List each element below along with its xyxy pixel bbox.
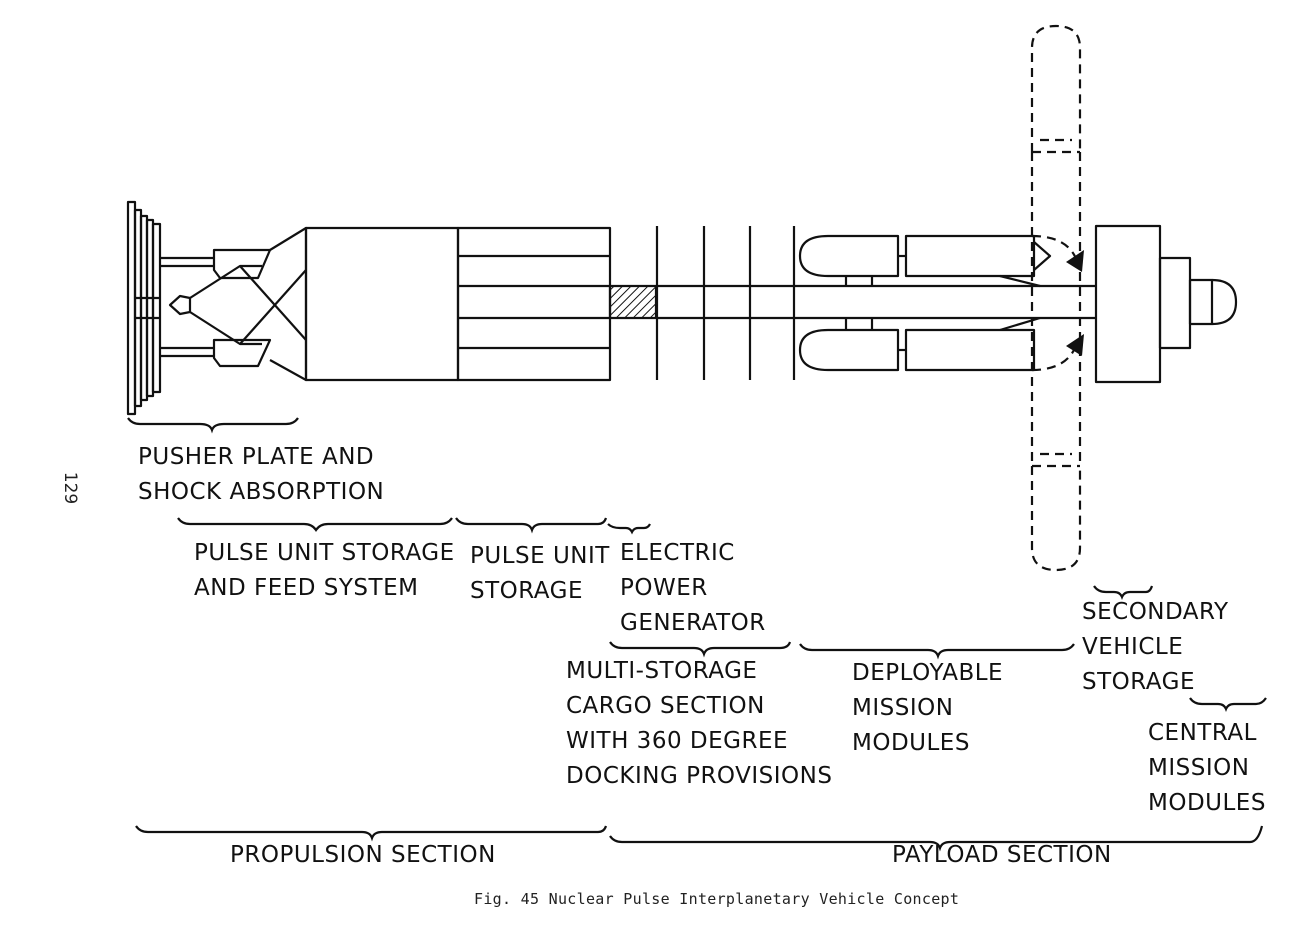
central-modules-label: CENTRAL MISSION MODULES [1148,720,1266,816]
deployable-modules-label: DEPLOYABLE MISSION MODULES [852,660,1004,756]
shock-absorbers [160,248,272,368]
braces [127,417,1267,852]
arrow-upper [1066,250,1084,272]
pusher-plate [126,200,162,416]
secondary-vehicle-label: SECONDARY VEHICLE STORAGE [1082,599,1229,695]
cargo-rings [655,226,796,380]
power-generator [608,284,658,320]
pulse-storage-label: PULSE UNIT STORAGE [470,543,610,604]
electric-power-label: ELECTRIC POWER GENERATOR [620,540,766,636]
storage-body [304,226,612,382]
secondary-vehicle [1030,24,1082,572]
arrow-lower [1066,334,1084,356]
deployable-modules [798,234,1052,372]
spine [656,284,1096,320]
pulse-feed-label: PULSE UNIT STORAGE AND FEED SYSTEM [194,540,455,601]
pusher-plate-label: PUSHER PLATE AND SHOCK ABSORPTION [138,444,385,505]
page-number: 129 [60,471,81,505]
central-modules [1094,224,1238,384]
figure-caption: Fig. 45 Nuclear Pulse Interplanetary Veh… [474,890,960,908]
payload-section-label: PAYLOAD SECTION [892,842,1112,868]
propulsion-section-label: PROPULSION SECTION [230,842,496,868]
cargo-section-label: MULTI-STORAGE CARGO SECTION WITH 360 DEG… [566,658,833,789]
